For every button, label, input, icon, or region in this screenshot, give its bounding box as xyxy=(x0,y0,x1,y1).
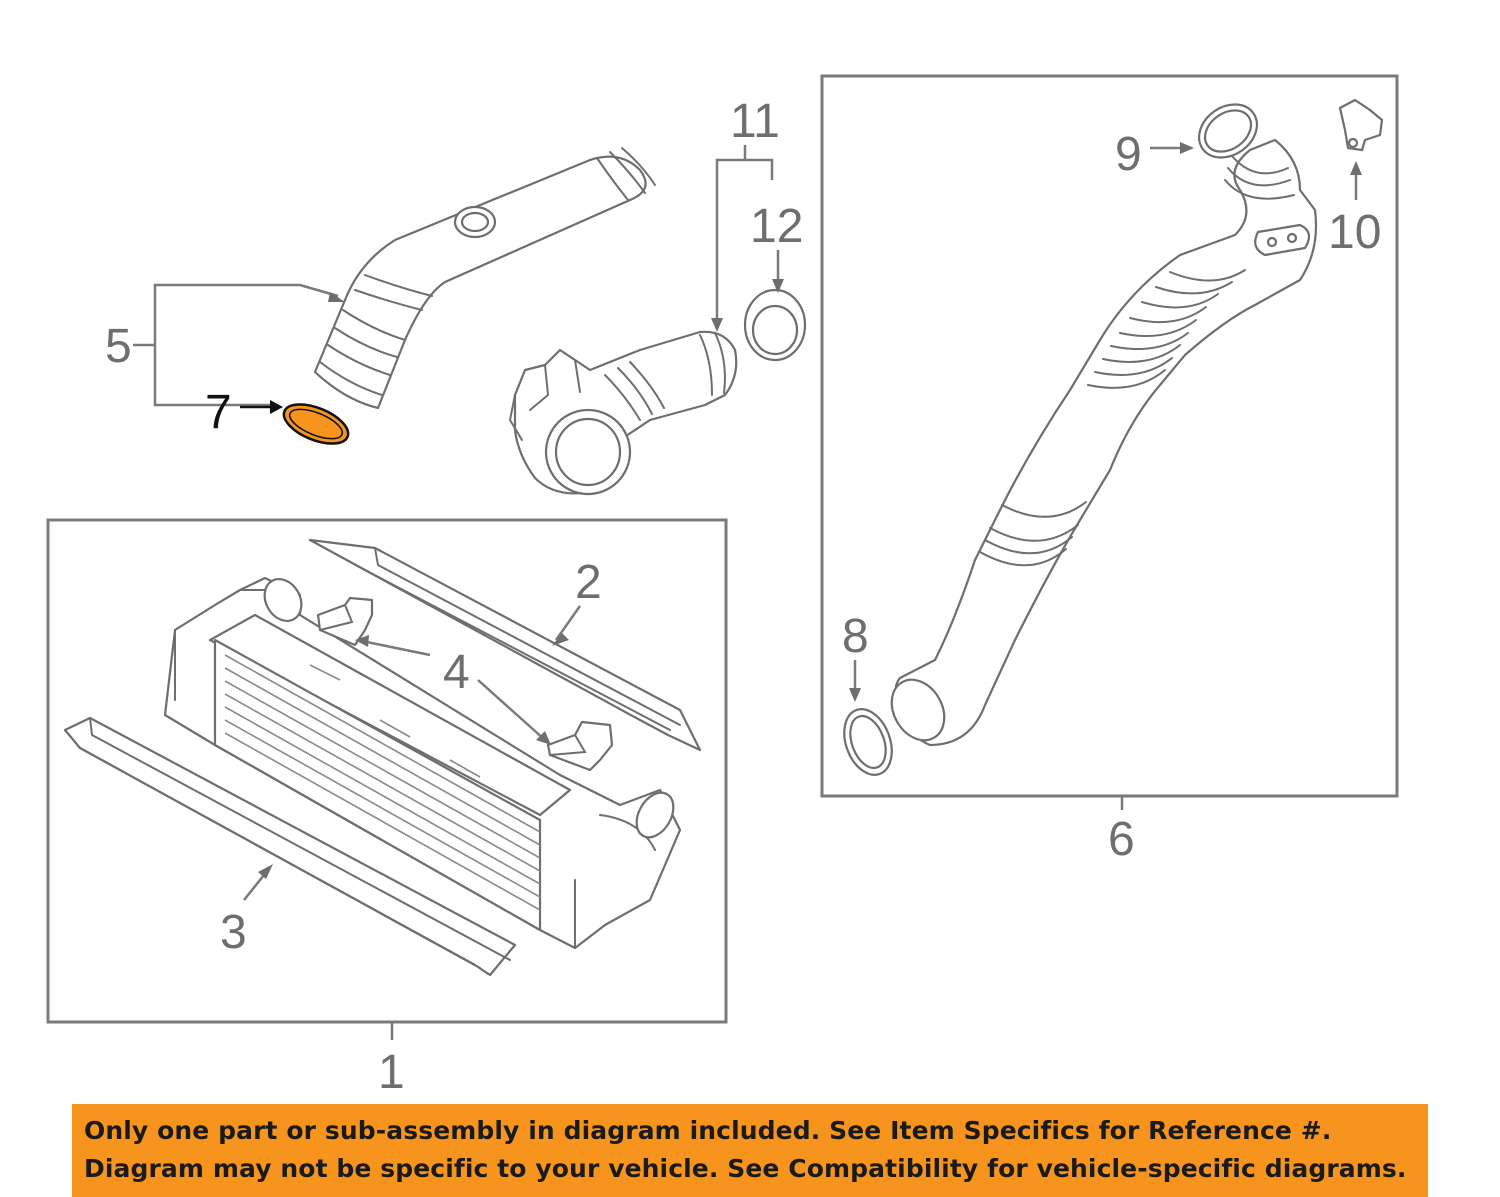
deflector-strip-upper-part-2 xyxy=(308,538,702,752)
callout-2: 2 xyxy=(575,556,602,609)
parts-diagram: 5 7 11 12 1 2 xyxy=(46,74,1399,1099)
disclaimer-line-1: Only one part or sub-assembly in diagram… xyxy=(84,1116,1332,1145)
deflector-strip-lower-part-3 xyxy=(63,716,517,977)
callout-5: 5 xyxy=(105,320,132,373)
callout-9: 9 xyxy=(1115,128,1142,181)
callout-1: 1 xyxy=(378,1046,405,1099)
clamp-ring-part-12 xyxy=(743,288,807,362)
disclaimer-line-2: Diagram may not be specific to your vehi… xyxy=(84,1154,1407,1183)
charge-air-line-box xyxy=(820,74,1399,798)
seal-ring-part-7 xyxy=(282,403,350,445)
callout-10: 10 xyxy=(1328,206,1381,259)
intercooler-assembly-box xyxy=(46,518,728,1024)
callout-12: 12 xyxy=(750,200,803,253)
bracket-part-4-lower xyxy=(546,720,614,772)
charge-air-pipe xyxy=(890,138,1318,747)
callout-3: 3 xyxy=(220,906,247,959)
air-duct-resonator xyxy=(508,330,738,496)
disclaimer-banner: Only one part or sub-assembly in diagram… xyxy=(72,1104,1428,1197)
callout-7: 7 xyxy=(205,386,232,439)
seal-ring-part-9 xyxy=(1198,103,1258,159)
callout-6: 6 xyxy=(1108,813,1135,866)
callout-8: 8 xyxy=(842,610,869,663)
callout-4: 4 xyxy=(443,646,470,699)
bracket-part-4-upper xyxy=(316,596,374,647)
callout-11: 11 xyxy=(730,95,780,148)
seal-ring-part-8 xyxy=(843,708,893,776)
sensor-part-10 xyxy=(1338,98,1384,152)
charge-air-hose-upper xyxy=(313,147,656,410)
callout-5-bracket xyxy=(153,283,339,407)
intercooler-core xyxy=(163,576,682,950)
